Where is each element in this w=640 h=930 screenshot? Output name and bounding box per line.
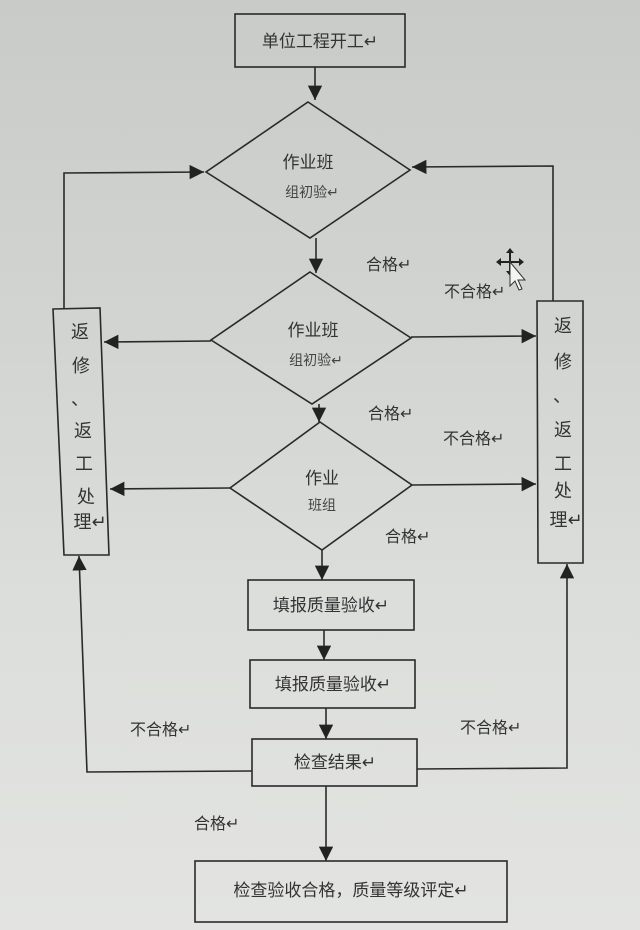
arrow-check-to-rework-left xyxy=(72,555,253,773)
rework-left-char: 、 xyxy=(71,389,89,410)
decision-3-line1: 作业 xyxy=(305,469,339,489)
arrow-decision-3-to-rework-right xyxy=(411,476,537,492)
rework-left-char: 工 xyxy=(75,454,93,475)
rework-right-char: 理↵ xyxy=(549,510,582,531)
rework-right-char: 返 xyxy=(554,420,572,441)
check-result-box[interactable]: 检查结果↵ xyxy=(251,738,418,787)
decision-2[interactable]: 作业班 组初验↵ xyxy=(209,271,413,405)
rework-right-char: 工 xyxy=(554,454,572,475)
end-box[interactable]: 检查验收合格，质量等级评定↵ xyxy=(194,860,508,923)
rework-left-char: 理↵ xyxy=(73,512,106,533)
rework-box-right[interactable]: 返 修 、 返 工 处 理↵ xyxy=(536,300,584,564)
rework-left-char: 处 xyxy=(77,487,95,508)
decision-3-line2: 班组 xyxy=(308,498,336,514)
move-cursor-icon xyxy=(496,248,527,291)
arrow-decision-2-to-rework-left xyxy=(103,334,212,350)
arrow-rework-right-to-decision-1 xyxy=(411,159,554,301)
arrow-decision-3-to-rework-left xyxy=(109,481,231,497)
arrow-rework-left-to-decision-1 xyxy=(63,164,205,309)
rework-right-char: 、 xyxy=(553,386,571,407)
label-fail-2: 不合格↵ xyxy=(443,429,504,448)
rework-box-left[interactable]: 返 修 、 返 工 处 理↵ xyxy=(52,307,110,556)
label-fail-left: 不合格↵ xyxy=(130,720,191,739)
label-pass-3: 合格↵ xyxy=(385,527,430,546)
label-pass-2: 合格↵ xyxy=(368,404,413,423)
start-box-label: 单位工程开工↵ xyxy=(262,32,378,52)
start-box[interactable]: 单位工程开工↵ xyxy=(234,13,406,68)
rework-right-char: 修 xyxy=(554,352,572,373)
check-result-box-label: 检查结果↵ xyxy=(294,753,376,773)
label-pass-1: 合格↵ xyxy=(366,255,411,274)
decision-2-line2: 组初验↵ xyxy=(289,352,343,369)
rework-right-char: 返 xyxy=(554,316,572,337)
rework-left-char: 修 xyxy=(72,356,90,377)
decision-2-line1: 作业班 xyxy=(288,321,339,341)
arrow-check-to-rework-right xyxy=(416,564,575,770)
report-quality-box-1-label: 填报质量验收↵ xyxy=(273,596,389,616)
rework-right-char: 处 xyxy=(554,481,572,502)
arrow-decision-2-to-rework-right xyxy=(410,328,537,344)
end-box-label: 检查验收合格，质量等级评定↵ xyxy=(233,881,468,901)
label-pass-final: 合格↵ xyxy=(194,814,239,833)
decision-1-line1: 作业班 xyxy=(283,153,334,173)
report-quality-box-2[interactable]: 填报质量验收↵ xyxy=(249,659,416,709)
rework-left-char: 返 xyxy=(74,421,92,442)
decision-1-line2: 组初验↵ xyxy=(285,184,339,201)
report-quality-box-2-label: 填报质量验收↵ xyxy=(275,675,391,695)
report-quality-box-1[interactable]: 填报质量验收↵ xyxy=(247,579,415,631)
label-fail-right: 不合格↵ xyxy=(460,718,521,737)
rework-left-char: 返 xyxy=(71,322,89,343)
decision-1[interactable]: 作业班 组初验↵ xyxy=(204,101,412,239)
label-fail-1: 不合格↵ xyxy=(444,282,505,301)
